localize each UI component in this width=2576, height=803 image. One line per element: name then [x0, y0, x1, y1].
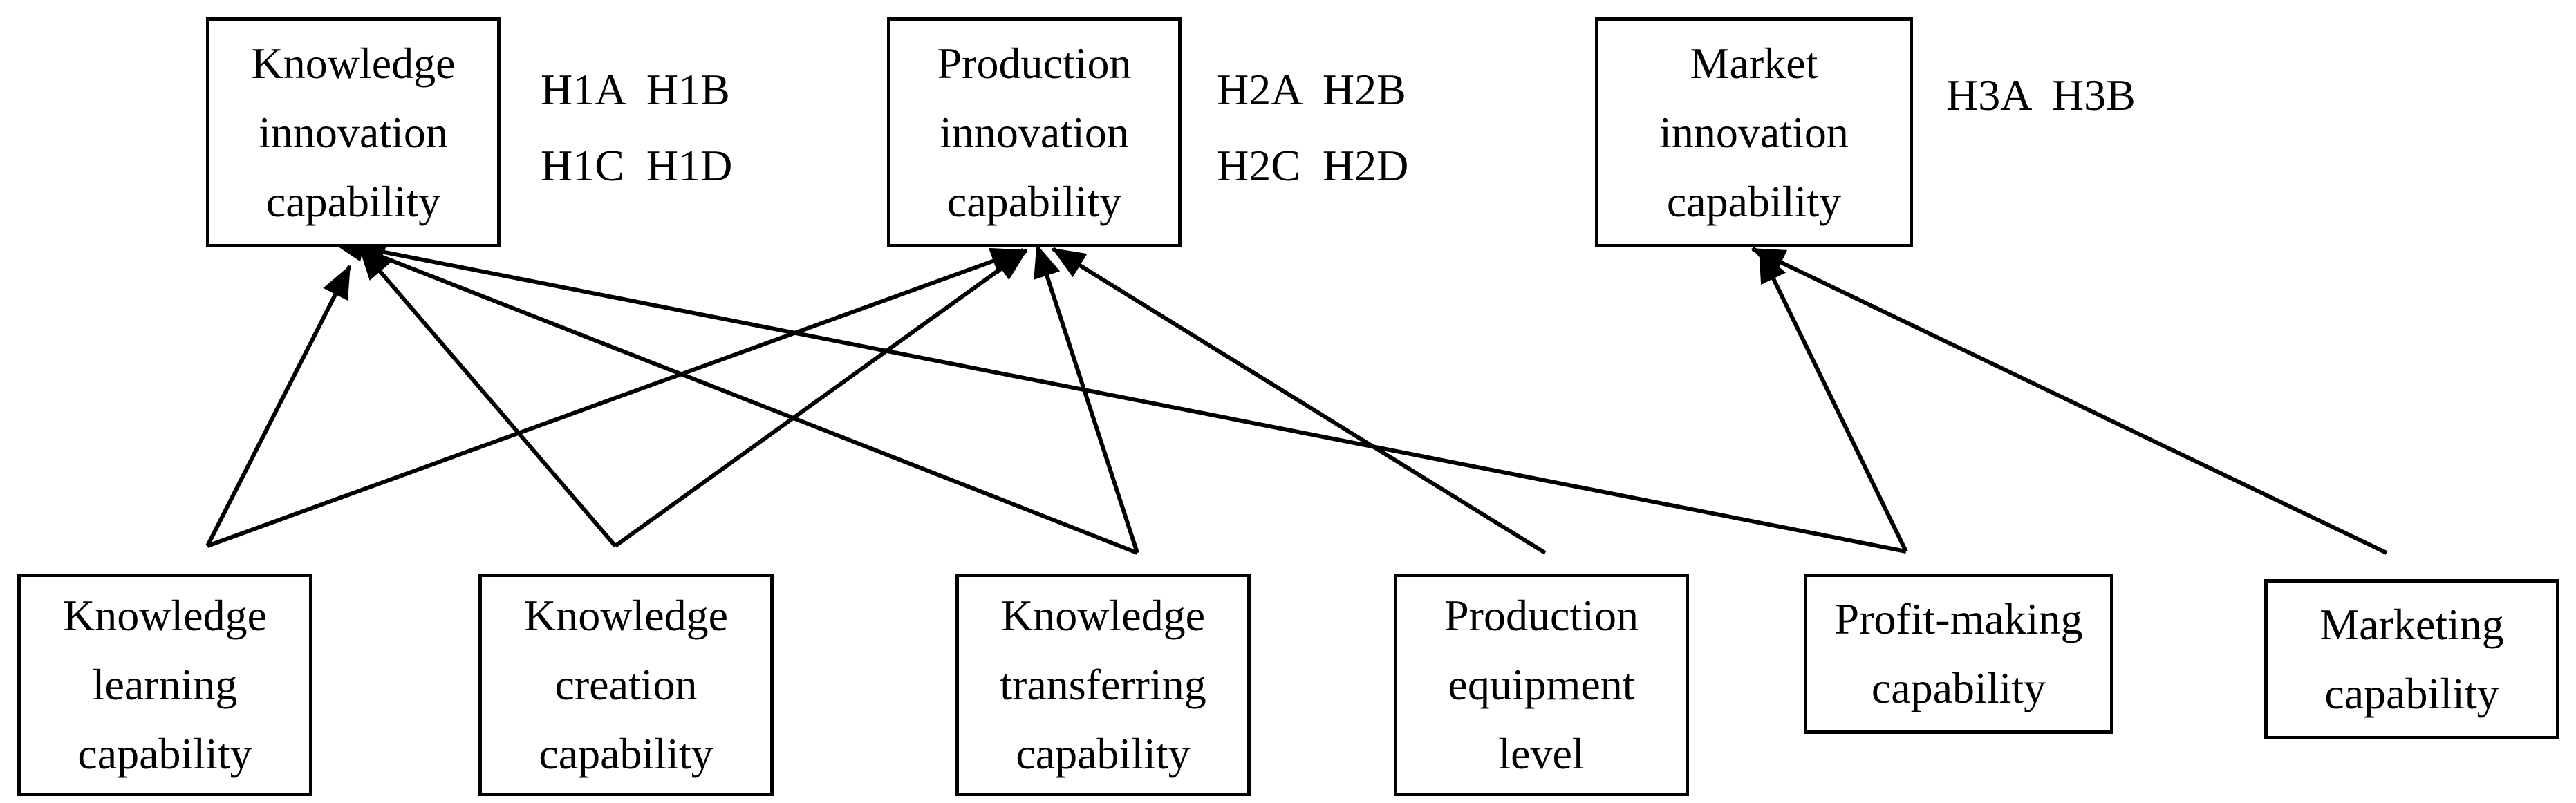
- node-production-equipment-level: Production equipment level: [1394, 574, 1689, 796]
- node-marketing-capability: Marketing capability: [2264, 579, 2559, 739]
- arrow-ktc-to-pic: [1034, 244, 1139, 554]
- arrow-pmc-to-mic: [1757, 249, 1908, 553]
- arrow-klc-to-kic: [205, 265, 352, 547]
- node-knowledge-learning-capability: Knowledge learning capability: [17, 574, 312, 796]
- node-knowledge-creation-capability: Knowledge creation capability: [478, 574, 774, 796]
- arrow-pmc-to-kic: [330, 234, 1907, 554]
- hypotheses-h2-row2: H2C H2D: [1217, 141, 1409, 190]
- hypotheses-h1-row2: H1C H1D: [541, 141, 733, 190]
- arrow-kcc-to-kic: [357, 246, 617, 547]
- edge-group: [205, 234, 2388, 555]
- node-knowledge-transferring-capability: Knowledge transferring capability: [955, 574, 1251, 796]
- hypotheses-h3-row1: H3A H3B: [1946, 70, 2136, 120]
- arrow-klc-to-pic: [206, 247, 1025, 548]
- arrow-mc-to-mic: [1751, 247, 2388, 555]
- arrow-pel-to-pic: [1052, 247, 1547, 555]
- node-knowledge-innovation-capability: Knowledge innovation capability: [206, 17, 501, 247]
- hypotheses-h2-row1: H2A H2B: [1217, 65, 1406, 114]
- arrow-ktc-to-kic: [351, 243, 1139, 555]
- arrow-kcc-to-pic: [614, 248, 1028, 548]
- node-market-innovation-capability: Market innovation capability: [1595, 17, 1913, 247]
- node-profit-making-capability: Profit-making capability: [1804, 574, 2113, 734]
- hypotheses-h1-row1: H1A H1B: [541, 65, 730, 114]
- node-production-innovation-capability: Production innovation capability: [887, 17, 1182, 247]
